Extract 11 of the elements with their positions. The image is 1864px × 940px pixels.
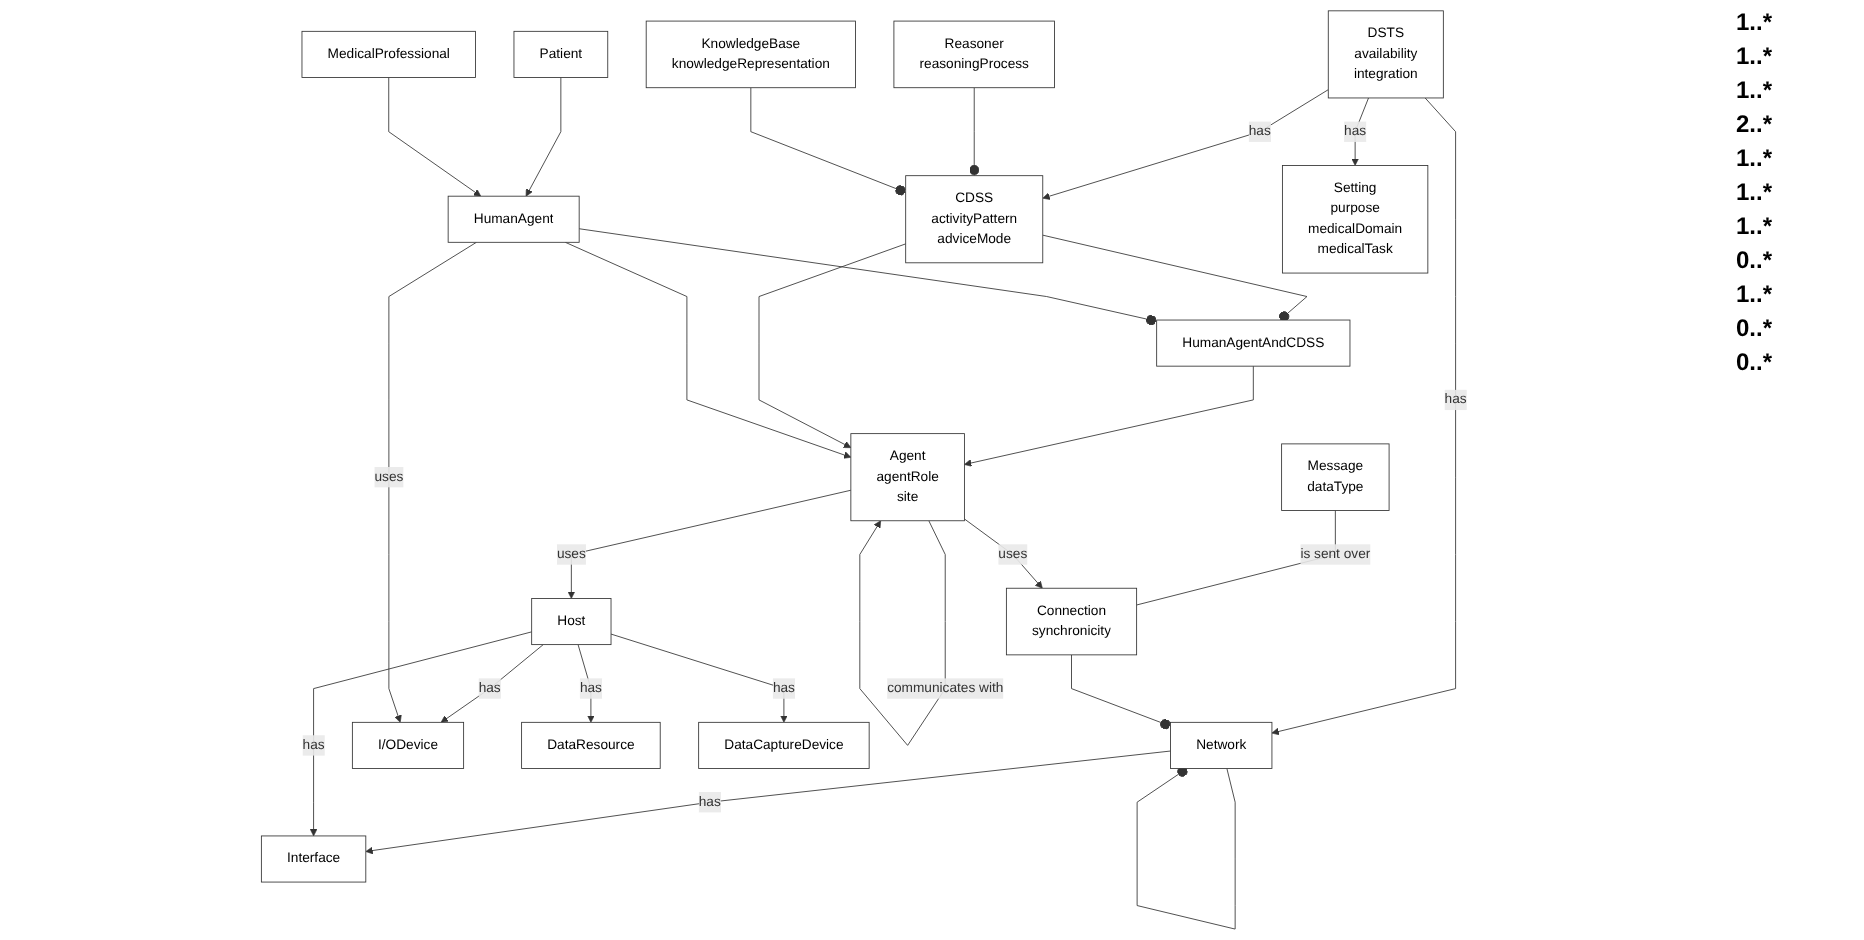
multiplicity-label: 1..*	[1736, 144, 1775, 172]
multiplicity-label: 0..*	[1736, 246, 1775, 274]
multiplicity-label: 0..*	[1736, 314, 1775, 342]
multiplicity-label: 1..*	[1736, 212, 1775, 240]
multiplicity-label: 1..*	[1736, 8, 1775, 36]
multiplicity-label: 0..*	[1736, 348, 1775, 376]
multiplicity-label: 2..*	[1736, 110, 1775, 138]
multiplicity-label: 1..*	[1736, 178, 1775, 206]
multiplicity-label: 1..*	[1736, 76, 1775, 104]
multiplicity-label: 1..*	[1736, 280, 1775, 308]
multiplicity-label: 1..*	[1736, 42, 1775, 70]
